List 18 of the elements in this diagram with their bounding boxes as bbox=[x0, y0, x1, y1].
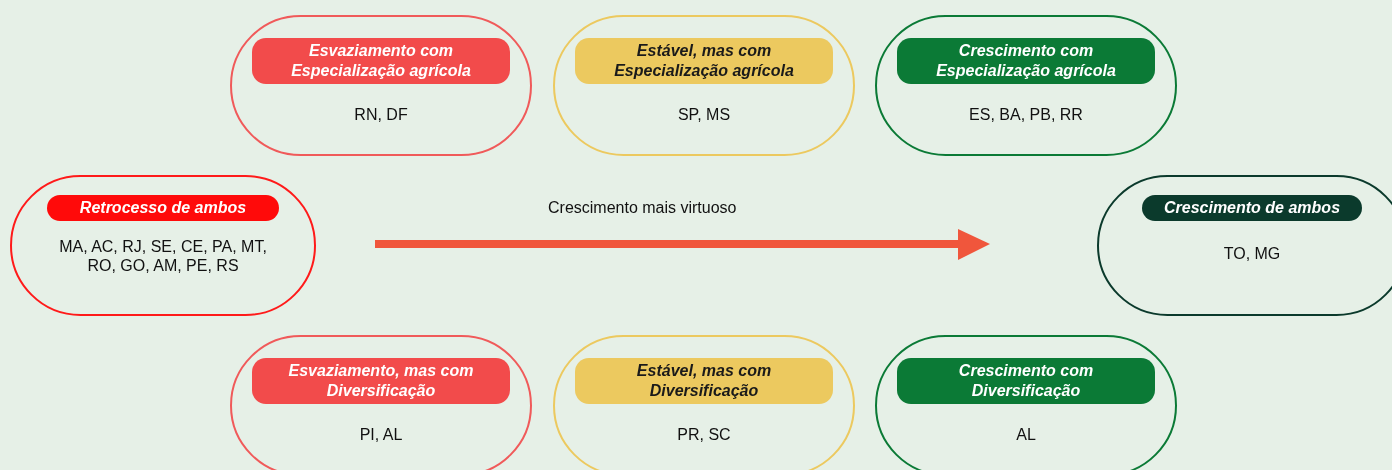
category-heading: Estável, mas com Especialização agrícola bbox=[575, 38, 833, 84]
state-list: PI, AL bbox=[359, 425, 403, 444]
state-list: PR, SC bbox=[677, 425, 731, 444]
category-heading: Estável, mas com Diversificação bbox=[575, 358, 833, 404]
state-list: TO, MG bbox=[1223, 244, 1281, 263]
category-heading: Crescimento com Especialização agrícola bbox=[897, 38, 1155, 84]
category-heading: Crescimento de ambos bbox=[1142, 195, 1362, 221]
state-list: MA, AC, RJ, SE, CE, PA, MT, RO, GO, AM, PE, RS bbox=[53, 237, 273, 275]
category-heading: Esvaziamento, mas com Diversificação bbox=[252, 358, 510, 404]
category-heading: Esvaziamento com Especialização agrícola bbox=[252, 38, 510, 84]
category-heading: Retrocesso de ambos bbox=[47, 195, 279, 221]
state-list: SP, MS bbox=[677, 105, 731, 124]
arrow-caption: Crescimento mais virtuoso bbox=[548, 199, 737, 217]
stadium-node bbox=[1097, 175, 1392, 316]
state-list: RN, DF bbox=[354, 105, 408, 124]
state-list: ES, BA, PB, RR bbox=[969, 105, 1083, 124]
state-list: AL bbox=[1016, 425, 1036, 444]
category-heading: Crescimento com Diversificação bbox=[897, 358, 1155, 404]
